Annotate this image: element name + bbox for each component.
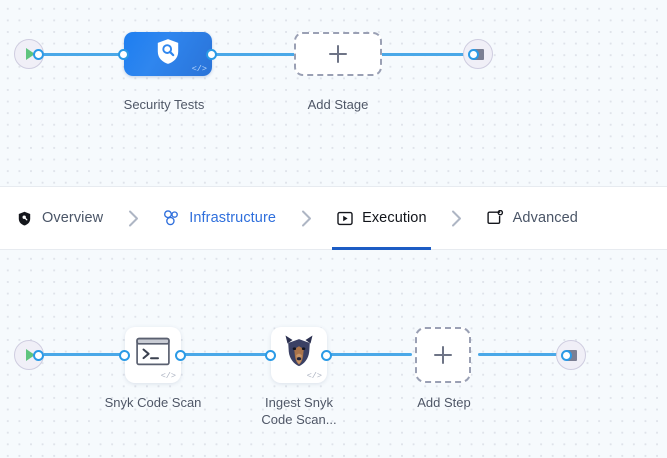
security-tests-output-port[interactable] — [206, 49, 217, 60]
add-step-label: Add Step — [417, 395, 471, 410]
cluster-icon — [163, 210, 180, 227]
execution-start-output-port[interactable] — [33, 350, 44, 361]
plus-icon — [434, 346, 452, 364]
execution-end-input-port[interactable] — [561, 350, 572, 361]
shield-search-icon — [155, 38, 181, 71]
tab-execution-label: Execution — [362, 210, 427, 226]
step-wire-start-to-snyk — [36, 353, 124, 356]
stage-start-output-port[interactable] — [33, 49, 44, 60]
tab-advanced-label: Advanced — [512, 210, 578, 226]
snyk-doberman-icon — [283, 334, 315, 373]
snyk-code-scan-input-port[interactable] — [119, 350, 130, 361]
stage-wire-start-to-security — [36, 53, 128, 56]
tab-active-underline — [332, 247, 431, 250]
security-tests-input-port[interactable] — [118, 49, 129, 60]
stage-code-badge: </> — [191, 64, 207, 74]
step-code-badge: </> — [160, 371, 176, 381]
tab-infrastructure-label: Infrastructure — [189, 210, 277, 226]
add-stage-node[interactable] — [294, 32, 382, 76]
tab-separator-3 — [431, 210, 483, 227]
step-wire-add-to-end — [478, 353, 566, 356]
snyk-code-scan-output-port[interactable] — [175, 350, 186, 361]
execution-graph-canvas[interactable]: </> Snyk Code Scan — [0, 250, 667, 458]
tab-overview-label: Overview — [42, 210, 104, 226]
pipeline-section-tabs[interactable]: Overview Infrastructure — [0, 186, 667, 250]
stage-node-security-tests[interactable]: </> — [124, 32, 212, 76]
step-node-label-snyk-code-scan: Snyk Code Scan — [104, 395, 202, 410]
plus-icon — [329, 45, 347, 63]
card-gear-icon — [487, 210, 504, 227]
play-box-icon — [336, 210, 353, 227]
step-wire-snyk-to-ingest — [180, 353, 272, 356]
play-icon — [26, 349, 35, 361]
play-icon — [26, 48, 35, 60]
tab-separator-2 — [280, 210, 332, 227]
stage-end-input-port[interactable] — [468, 49, 479, 60]
stage-graph-canvas[interactable]: </> Security Tests Add Stage — [0, 0, 667, 186]
step-node-snyk-code-scan[interactable]: </> — [125, 327, 181, 383]
add-stage-label: Add Stage — [307, 97, 369, 112]
step-code-badge: </> — [306, 371, 322, 381]
ingest-snyk-input-port[interactable] — [265, 350, 276, 361]
tab-execution[interactable]: Execution — [332, 186, 431, 250]
step-node-label-ingest-snyk-code-scan: Ingest Snyk Code Scan... — [261, 395, 337, 427]
shield-icon — [16, 210, 33, 227]
tab-infrastructure[interactable]: Infrastructure — [159, 186, 280, 250]
tab-advanced[interactable]: Advanced — [483, 186, 582, 250]
execution-start-node[interactable] — [14, 340, 44, 370]
add-step-node[interactable] — [415, 327, 471, 383]
tab-separator-1 — [107, 210, 159, 227]
step-node-ingest-snyk-code-scan[interactable]: </> — [271, 327, 327, 383]
stage-node-label-security-tests: Security Tests — [123, 97, 205, 112]
step-wire-ingest-to-add — [326, 353, 412, 356]
ingest-snyk-output-port[interactable] — [321, 350, 332, 361]
terminal-icon — [136, 337, 170, 370]
tab-overview[interactable]: Overview — [12, 186, 107, 250]
stage-wire-add-to-end — [376, 53, 472, 56]
stage-wire-security-to-add — [210, 53, 302, 56]
